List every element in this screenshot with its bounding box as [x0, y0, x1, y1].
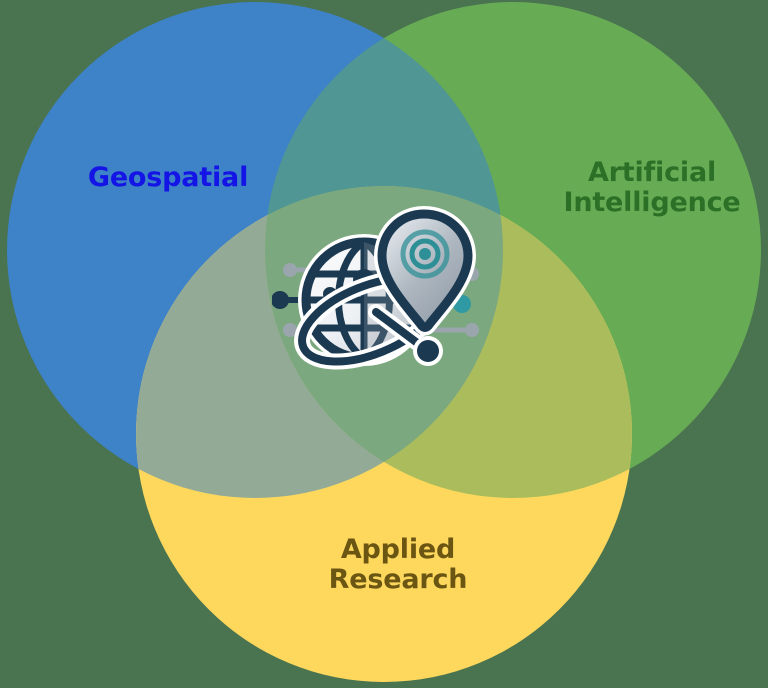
connector-line: [368, 304, 443, 366]
globe-location-network-icon: [272, 202, 496, 398]
location-pin-icon: [374, 206, 476, 336]
overlap-all-three: [265, 186, 503, 498]
